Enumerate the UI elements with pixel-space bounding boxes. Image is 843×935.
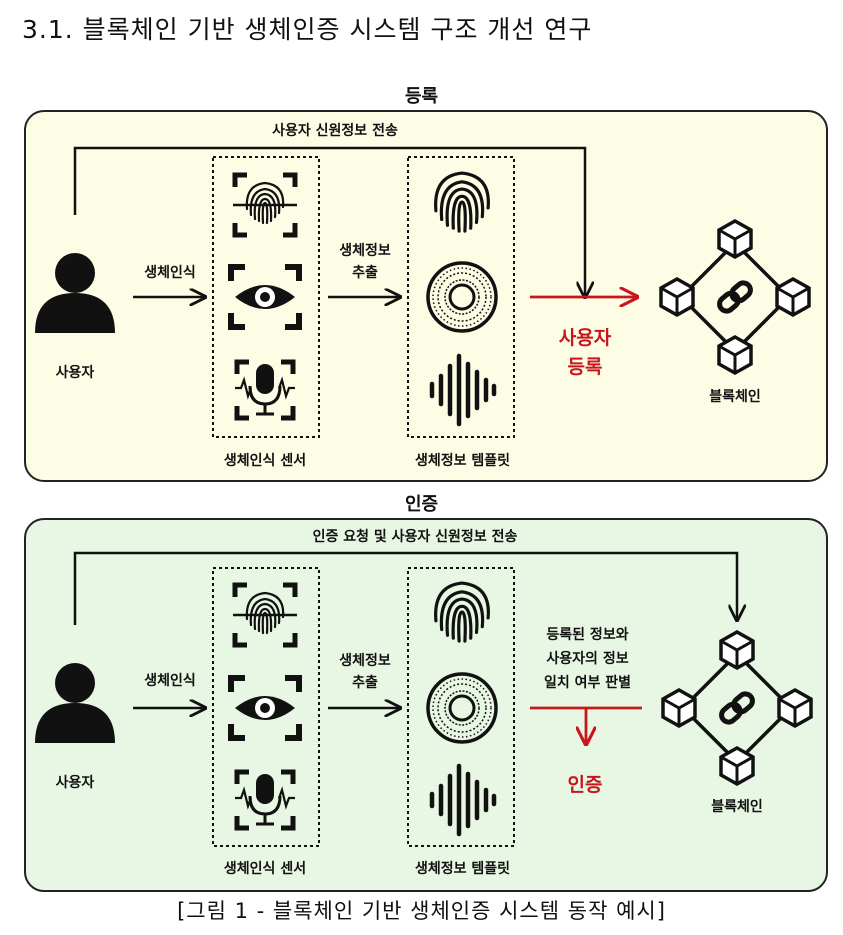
auth-request-arrow	[73, 551, 737, 625]
reg-identity-arrow	[73, 146, 585, 297]
auth-fingerprint-template-icon	[436, 583, 489, 641]
auth-extract-label-2: 추출	[352, 675, 378, 691]
auth-result-label: 인증	[567, 774, 603, 796]
authentication-title: 인증	[404, 494, 439, 515]
auth-voice-template-icon	[432, 766, 494, 834]
reg-result-label-1: 사용자	[558, 327, 612, 349]
reg-extract-label-2: 추출	[352, 265, 378, 281]
reg-recognize-label: 생체인식	[144, 265, 196, 281]
auth-check-label-2: 사용자의 정보	[546, 651, 629, 667]
reg-extract-label-1: 생체정보	[339, 243, 391, 259]
reg-template-box	[407, 156, 515, 438]
reg-mic-scan-icon	[235, 362, 295, 418]
reg-result-label-2: 등록	[567, 356, 603, 378]
auth-mic-scan-icon	[235, 772, 295, 828]
auth-user-icon	[35, 663, 115, 743]
reg-eye-scan-icon	[231, 267, 299, 327]
authentication-graphics	[35, 551, 811, 847]
reg-template-label: 생체정보 템플릿	[414, 453, 511, 469]
figure-caption: [그림 1 - 블록체인 기반 생체인증 시스템 동작 예시]	[177, 899, 666, 923]
auth-recognize-label: 생체인식	[144, 673, 196, 689]
reg-sensor-label: 생체인식 센서	[223, 453, 307, 469]
reg-blockchain-icon	[661, 221, 809, 373]
reg-fingerprint-template-icon	[436, 173, 489, 231]
reg-voice-template-icon	[432, 356, 494, 424]
auth-eye-scan-icon	[231, 678, 299, 738]
auth-template-label: 생체정보 템플릿	[414, 861, 511, 877]
auth-fingerprint-scan-icon	[233, 585, 297, 645]
auth-top-label: 인증 요청 및 사용자 신원정보 전송	[312, 529, 518, 545]
auth-user-label: 사용자	[55, 775, 95, 791]
auth-blockchain-icon	[663, 632, 811, 784]
reg-user-icon	[35, 253, 115, 333]
auth-iris-template-icon	[426, 672, 498, 744]
auth-check-label-3: 일치 여부 판별	[543, 675, 632, 691]
auth-extract-label-1: 생체정보	[339, 653, 391, 669]
auth-blockchain-label: 블록체인	[711, 799, 763, 815]
auth-check-label-1: 등록된 정보와	[546, 627, 629, 643]
page-heading: 3.1. 블록체인 기반 생체인증 시스템 구조 개선 연구	[22, 15, 593, 44]
reg-top-label: 사용자 신원정보 전송	[272, 123, 398, 139]
auth-sensor-label: 생체인식 센서	[223, 861, 307, 877]
registration-graphics	[35, 146, 809, 438]
reg-fingerprint-scan-icon	[233, 175, 297, 235]
registration-title: 등록	[404, 86, 439, 107]
reg-blockchain-label: 블록체인	[709, 389, 761, 405]
reg-iris-template-icon	[426, 261, 498, 333]
reg-user-label: 사용자	[55, 365, 95, 381]
reg-sensor-box	[212, 156, 320, 438]
